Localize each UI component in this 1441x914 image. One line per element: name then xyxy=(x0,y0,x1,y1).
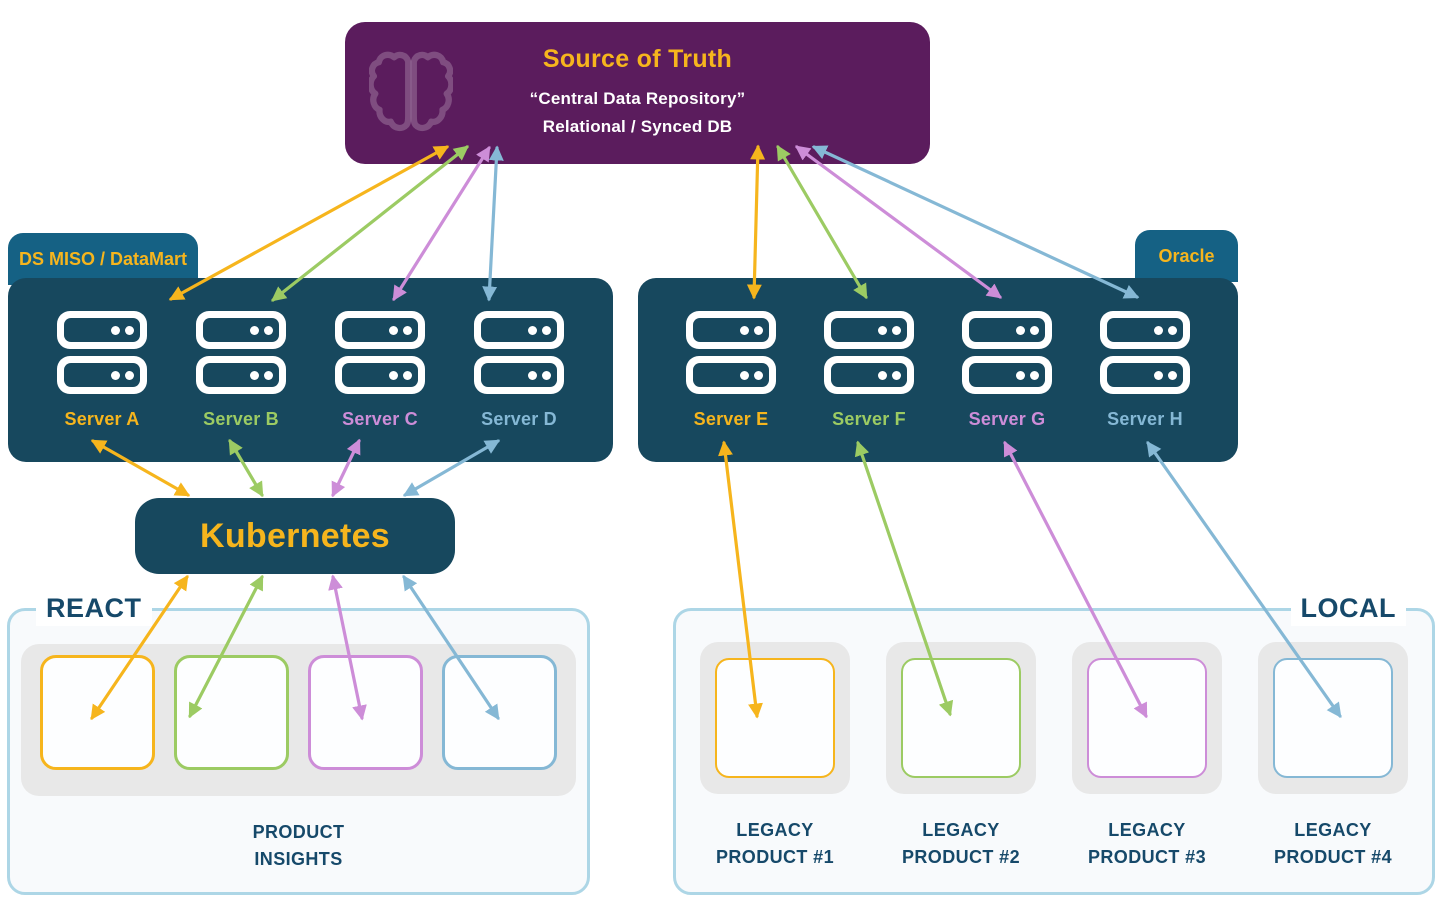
oracle-tab-label: Oracle xyxy=(1158,245,1215,266)
legacy-product-2-caption-line1: LEGACY xyxy=(922,820,1000,840)
server-h: Server H xyxy=(1100,311,1190,462)
product-insights-container xyxy=(21,644,576,796)
react-label: REACT xyxy=(36,592,152,626)
react-panel: REACT PRODUCT INSIGHTS xyxy=(7,592,590,895)
server-stack-icon xyxy=(196,311,286,401)
legacy-product-1: LEGACY PRODUCT #1 xyxy=(682,642,868,871)
product-insights-caption-line1: PRODUCT xyxy=(252,822,345,842)
source-of-truth-title: Source of Truth xyxy=(542,45,733,74)
legacy-module-2 xyxy=(901,658,1021,778)
product-insights-caption: PRODUCT INSIGHTS xyxy=(10,819,587,873)
legacy-product-1-caption-line2: PRODUCT #1 xyxy=(715,847,835,867)
legacy-product-2: LEGACY PRODUCT #2 xyxy=(868,642,1054,871)
server-f-label: Server F xyxy=(832,409,906,429)
legacy-product-4-container xyxy=(1258,642,1408,794)
legacy-product-4-caption-line1: LEGACY xyxy=(1294,820,1372,840)
server-e: Server E xyxy=(686,311,776,462)
legacy-module-4 xyxy=(1273,658,1393,778)
legacy-product-2-container xyxy=(886,642,1036,794)
kubernetes-label: Kubernetes xyxy=(199,516,391,555)
legacy-product-3-container xyxy=(1072,642,1222,794)
product-module-2 xyxy=(174,655,289,770)
legacy-module-1 xyxy=(715,658,835,778)
legacy-product-4-caption: LEGACY PRODUCT #4 xyxy=(1274,817,1392,871)
ds-miso-server-group: Server A Server B Server C Server D xyxy=(8,278,613,462)
server-stack-icon xyxy=(335,311,425,401)
legacy-product-3-caption-line2: PRODUCT #3 xyxy=(1087,847,1207,867)
arrow-source-of-truth-to-server-f xyxy=(776,144,868,300)
legacy-product-2-caption: LEGACY PRODUCT #2 xyxy=(902,817,1020,871)
server-e-label: Server E xyxy=(693,409,769,429)
legacy-product-4-caption-line2: PRODUCT #4 xyxy=(1273,847,1393,867)
oracle-tab: Oracle xyxy=(1135,230,1238,282)
server-g-label: Server G xyxy=(968,409,1046,429)
server-stack-icon xyxy=(57,311,147,401)
product-module-4 xyxy=(442,655,557,770)
server-stack-icon xyxy=(824,311,914,401)
source-of-truth-box: Source of Truth “Central Data Repository… xyxy=(345,22,930,164)
server-c-label: Server C xyxy=(342,409,418,429)
product-module-1 xyxy=(40,655,155,770)
ds-miso-datamart-tab: DS MISO / DataMart xyxy=(8,233,198,285)
server-d-label: Server D xyxy=(481,409,557,429)
oracle-server-group: Server E Server F Server G Server H xyxy=(638,278,1238,462)
server-g: Server G xyxy=(962,311,1052,462)
brain-icon xyxy=(369,47,453,139)
ds-miso-datamart-tab-label: DS MISO / DataMart xyxy=(18,248,188,269)
product-module-3 xyxy=(308,655,423,770)
legacy-product-1-caption-line1: LEGACY xyxy=(736,820,814,840)
kubernetes-box: Kubernetes xyxy=(135,498,455,574)
legacy-product-1-caption: LEGACY PRODUCT #1 xyxy=(716,817,834,871)
legacy-products-row: LEGACY PRODUCT #1 LEGACY PRODUCT #2 LE xyxy=(676,642,1432,871)
server-c: Server C xyxy=(335,311,425,462)
legacy-product-3: LEGACY PRODUCT #3 xyxy=(1054,642,1240,871)
source-of-truth-subtitle-2: Relational / Synced DB xyxy=(542,117,733,136)
server-b: Server B xyxy=(196,311,286,462)
server-b-label: Server B xyxy=(203,409,279,429)
server-stack-icon xyxy=(686,311,776,401)
server-stack-icon xyxy=(962,311,1052,401)
server-h-label: Server H xyxy=(1107,409,1183,429)
legacy-product-2-caption-line2: PRODUCT #2 xyxy=(901,847,1021,867)
legacy-product-1-container xyxy=(700,642,850,794)
arrow-source-of-truth-to-server-e xyxy=(746,144,766,300)
server-a-label: Server A xyxy=(64,409,140,429)
product-insights-caption-line2: INSIGHTS xyxy=(254,849,343,869)
arrow-source-of-truth-to-server-a xyxy=(168,145,450,301)
server-d: Server D xyxy=(474,311,564,462)
legacy-module-3 xyxy=(1087,658,1207,778)
server-stack-icon xyxy=(1100,311,1190,401)
local-panel: LOCAL LEGACY PRODUCT #1 LEGACY PRODUCT #… xyxy=(673,592,1435,895)
arrow-source-of-truth-to-server-g xyxy=(794,145,1003,299)
source-of-truth-text: Source of Truth “Central Data Repository… xyxy=(345,45,930,140)
legacy-product-3-caption-line1: LEGACY xyxy=(1108,820,1186,840)
arrow-source-of-truth-to-server-c xyxy=(392,145,491,302)
legacy-product-3-caption: LEGACY PRODUCT #3 xyxy=(1088,817,1206,871)
local-label: LOCAL xyxy=(1290,592,1406,626)
server-f: Server F xyxy=(824,311,914,462)
server-a: Server A xyxy=(57,311,147,462)
arrow-source-of-truth-to-server-d xyxy=(482,145,504,302)
server-stack-icon xyxy=(474,311,564,401)
legacy-product-4: LEGACY PRODUCT #4 xyxy=(1240,642,1426,871)
arrow-source-of-truth-to-server-h xyxy=(811,145,1140,299)
source-of-truth-subtitle-1: “Central Data Repository” xyxy=(529,89,746,109)
